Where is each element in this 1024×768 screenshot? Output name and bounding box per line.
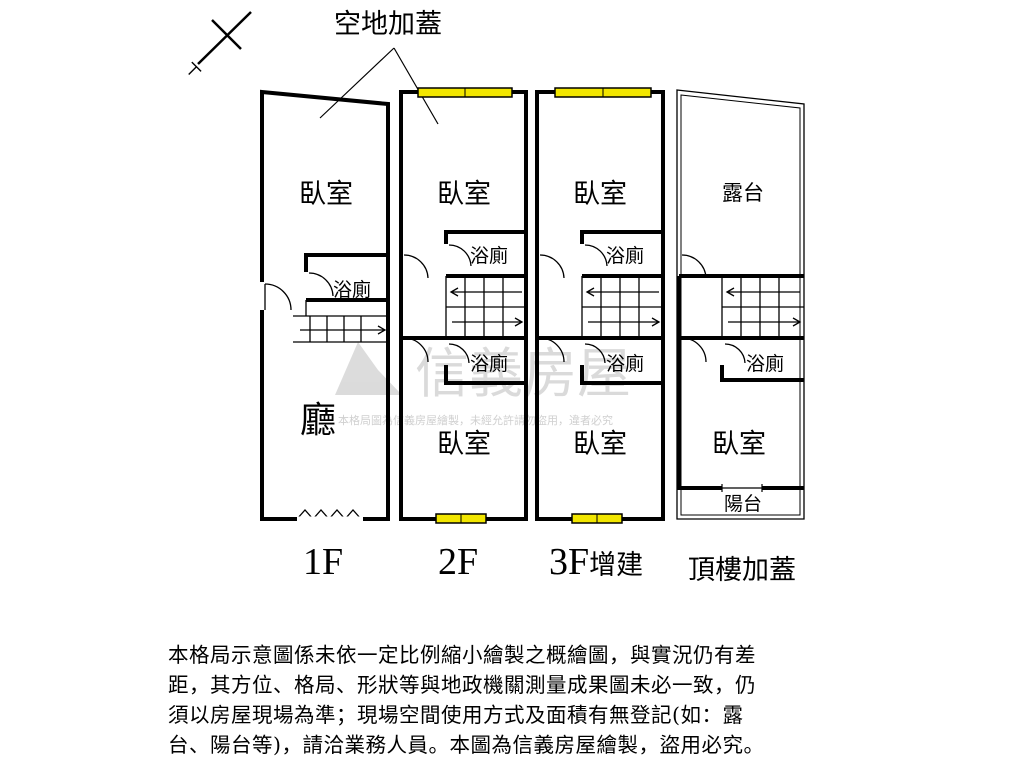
plan-2f-bath1-walls bbox=[444, 230, 526, 278]
door-swing-icon bbox=[724, 343, 746, 364]
plan-roof-room-bath: 浴廁 bbox=[746, 352, 784, 375]
plan-2f-room-bath2: 浴廁 bbox=[470, 352, 508, 375]
door-swing-icon bbox=[681, 337, 707, 363]
floor-title-1f: 1F bbox=[303, 540, 343, 584]
plan-2f bbox=[399, 87, 528, 524]
door-swing-icon bbox=[584, 343, 606, 364]
plan-2f-bath2-walls bbox=[401, 336, 526, 385]
north-arrow-symbol: ⊣ bbox=[181, 58, 207, 84]
stair-icon bbox=[293, 300, 388, 343]
plan-3f-bath2-walls bbox=[537, 336, 663, 385]
plan-3f-room-bottom: 臥室 bbox=[573, 429, 627, 460]
floor-title-roof: 頂樓加蓋 bbox=[688, 548, 796, 587]
plan-3f bbox=[535, 87, 665, 524]
plan-1f-room-bath: 浴廁 bbox=[333, 278, 371, 301]
door-swing-icon bbox=[539, 254, 565, 279]
door-swing-icon bbox=[264, 283, 292, 311]
plan-3f-room-bath2: 浴廁 bbox=[606, 352, 644, 375]
plan-1f-room-top: 臥室 bbox=[299, 179, 353, 210]
north-arrow-icon bbox=[197, 11, 252, 65]
disclaimer-line: 距，其方位、格局、形狀等與地政機關測量成果圖未必一致，仍 bbox=[168, 673, 756, 697]
floor-title-3f: 3F增建 bbox=[549, 540, 643, 584]
disclaimer-line: 台、陽台等)，請洽業務人員。本圖為信義房屋繪製，盜用必究。 bbox=[168, 733, 765, 757]
plan-2f-room-top: 臥室 bbox=[437, 179, 491, 210]
plan-roof-room-balcony: 陽台 bbox=[724, 493, 762, 515]
floor-title-1f-text: 1F bbox=[303, 541, 344, 583]
door-swing-icon bbox=[448, 244, 472, 267]
plan-3f-room-bath1: 浴廁 bbox=[606, 244, 644, 267]
plan-1f bbox=[259, 89, 390, 522]
stair-icon bbox=[445, 276, 526, 338]
plan-2f-room-bottom: 臥室 bbox=[437, 429, 491, 460]
stair-icon bbox=[581, 276, 663, 338]
plan-3f-bath1-walls bbox=[580, 230, 663, 278]
plan-1f-room-main: 廳 bbox=[300, 400, 336, 441]
plan-roof bbox=[676, 89, 805, 520]
disclaimer: 本格局示意圖係未依一定比例縮小繪製之概繪圖，與實況仍有差 距，其方位、格局、形狀… bbox=[168, 640, 868, 760]
disclaimer-line: 本格局示意圖係未依一定比例縮小繪製之概繪圖，與實況仍有差 bbox=[168, 643, 756, 667]
floor-title-2f: 2F bbox=[438, 540, 478, 584]
watermark: 信義房屋 本格局圖為信義房屋繪製，未經允許請勿盜用，違者必究 bbox=[335, 342, 631, 427]
plan-roof-room-top: 露台 bbox=[722, 181, 764, 205]
door-swing-icon bbox=[448, 343, 470, 364]
door-swing-icon bbox=[584, 244, 608, 267]
floor-title-3f-text: 3F bbox=[549, 541, 590, 583]
floor-plan-diagram: ⊣ 空地加蓋 信義房屋 本格局圖為信義房屋繪製，未經允許請勿盜用，違者必究 臥室… bbox=[181, 9, 805, 524]
watermark-logo-icon bbox=[335, 342, 402, 395]
annotation-label: 空地加蓋 bbox=[334, 9, 442, 40]
door-swing-icon bbox=[403, 254, 429, 279]
plan-3f-room-top: 臥室 bbox=[573, 179, 627, 210]
plan-1f-bath-walls bbox=[304, 253, 388, 302]
watermark-brand: 信義房屋 bbox=[415, 342, 631, 405]
plan-roof-bath-walls bbox=[720, 365, 804, 382]
floor-title-roof-text: 頂樓加蓋 bbox=[688, 555, 796, 585]
door-swing-icon bbox=[308, 272, 334, 297]
plan-1f-walls bbox=[260, 89, 390, 521]
door-swing-icon bbox=[681, 254, 707, 279]
plan-roof-room-bottom: 臥室 bbox=[712, 429, 766, 460]
floor-title-2f-text: 2F bbox=[438, 541, 479, 583]
watermark-notice: 本格局圖為信義房屋繪製，未經允許請勿盜用，違者必究 bbox=[338, 413, 613, 427]
disclaimer-line: 須以房屋現場為準；現場空間使用方式及面積有無登記(如：露 bbox=[168, 703, 744, 727]
plan-2f-room-bath1: 浴廁 bbox=[470, 244, 508, 267]
stair-icon bbox=[721, 276, 804, 338]
floor-title-3f-suffix: 增建 bbox=[589, 550, 644, 581]
annotation-leader-lines bbox=[319, 47, 439, 125]
